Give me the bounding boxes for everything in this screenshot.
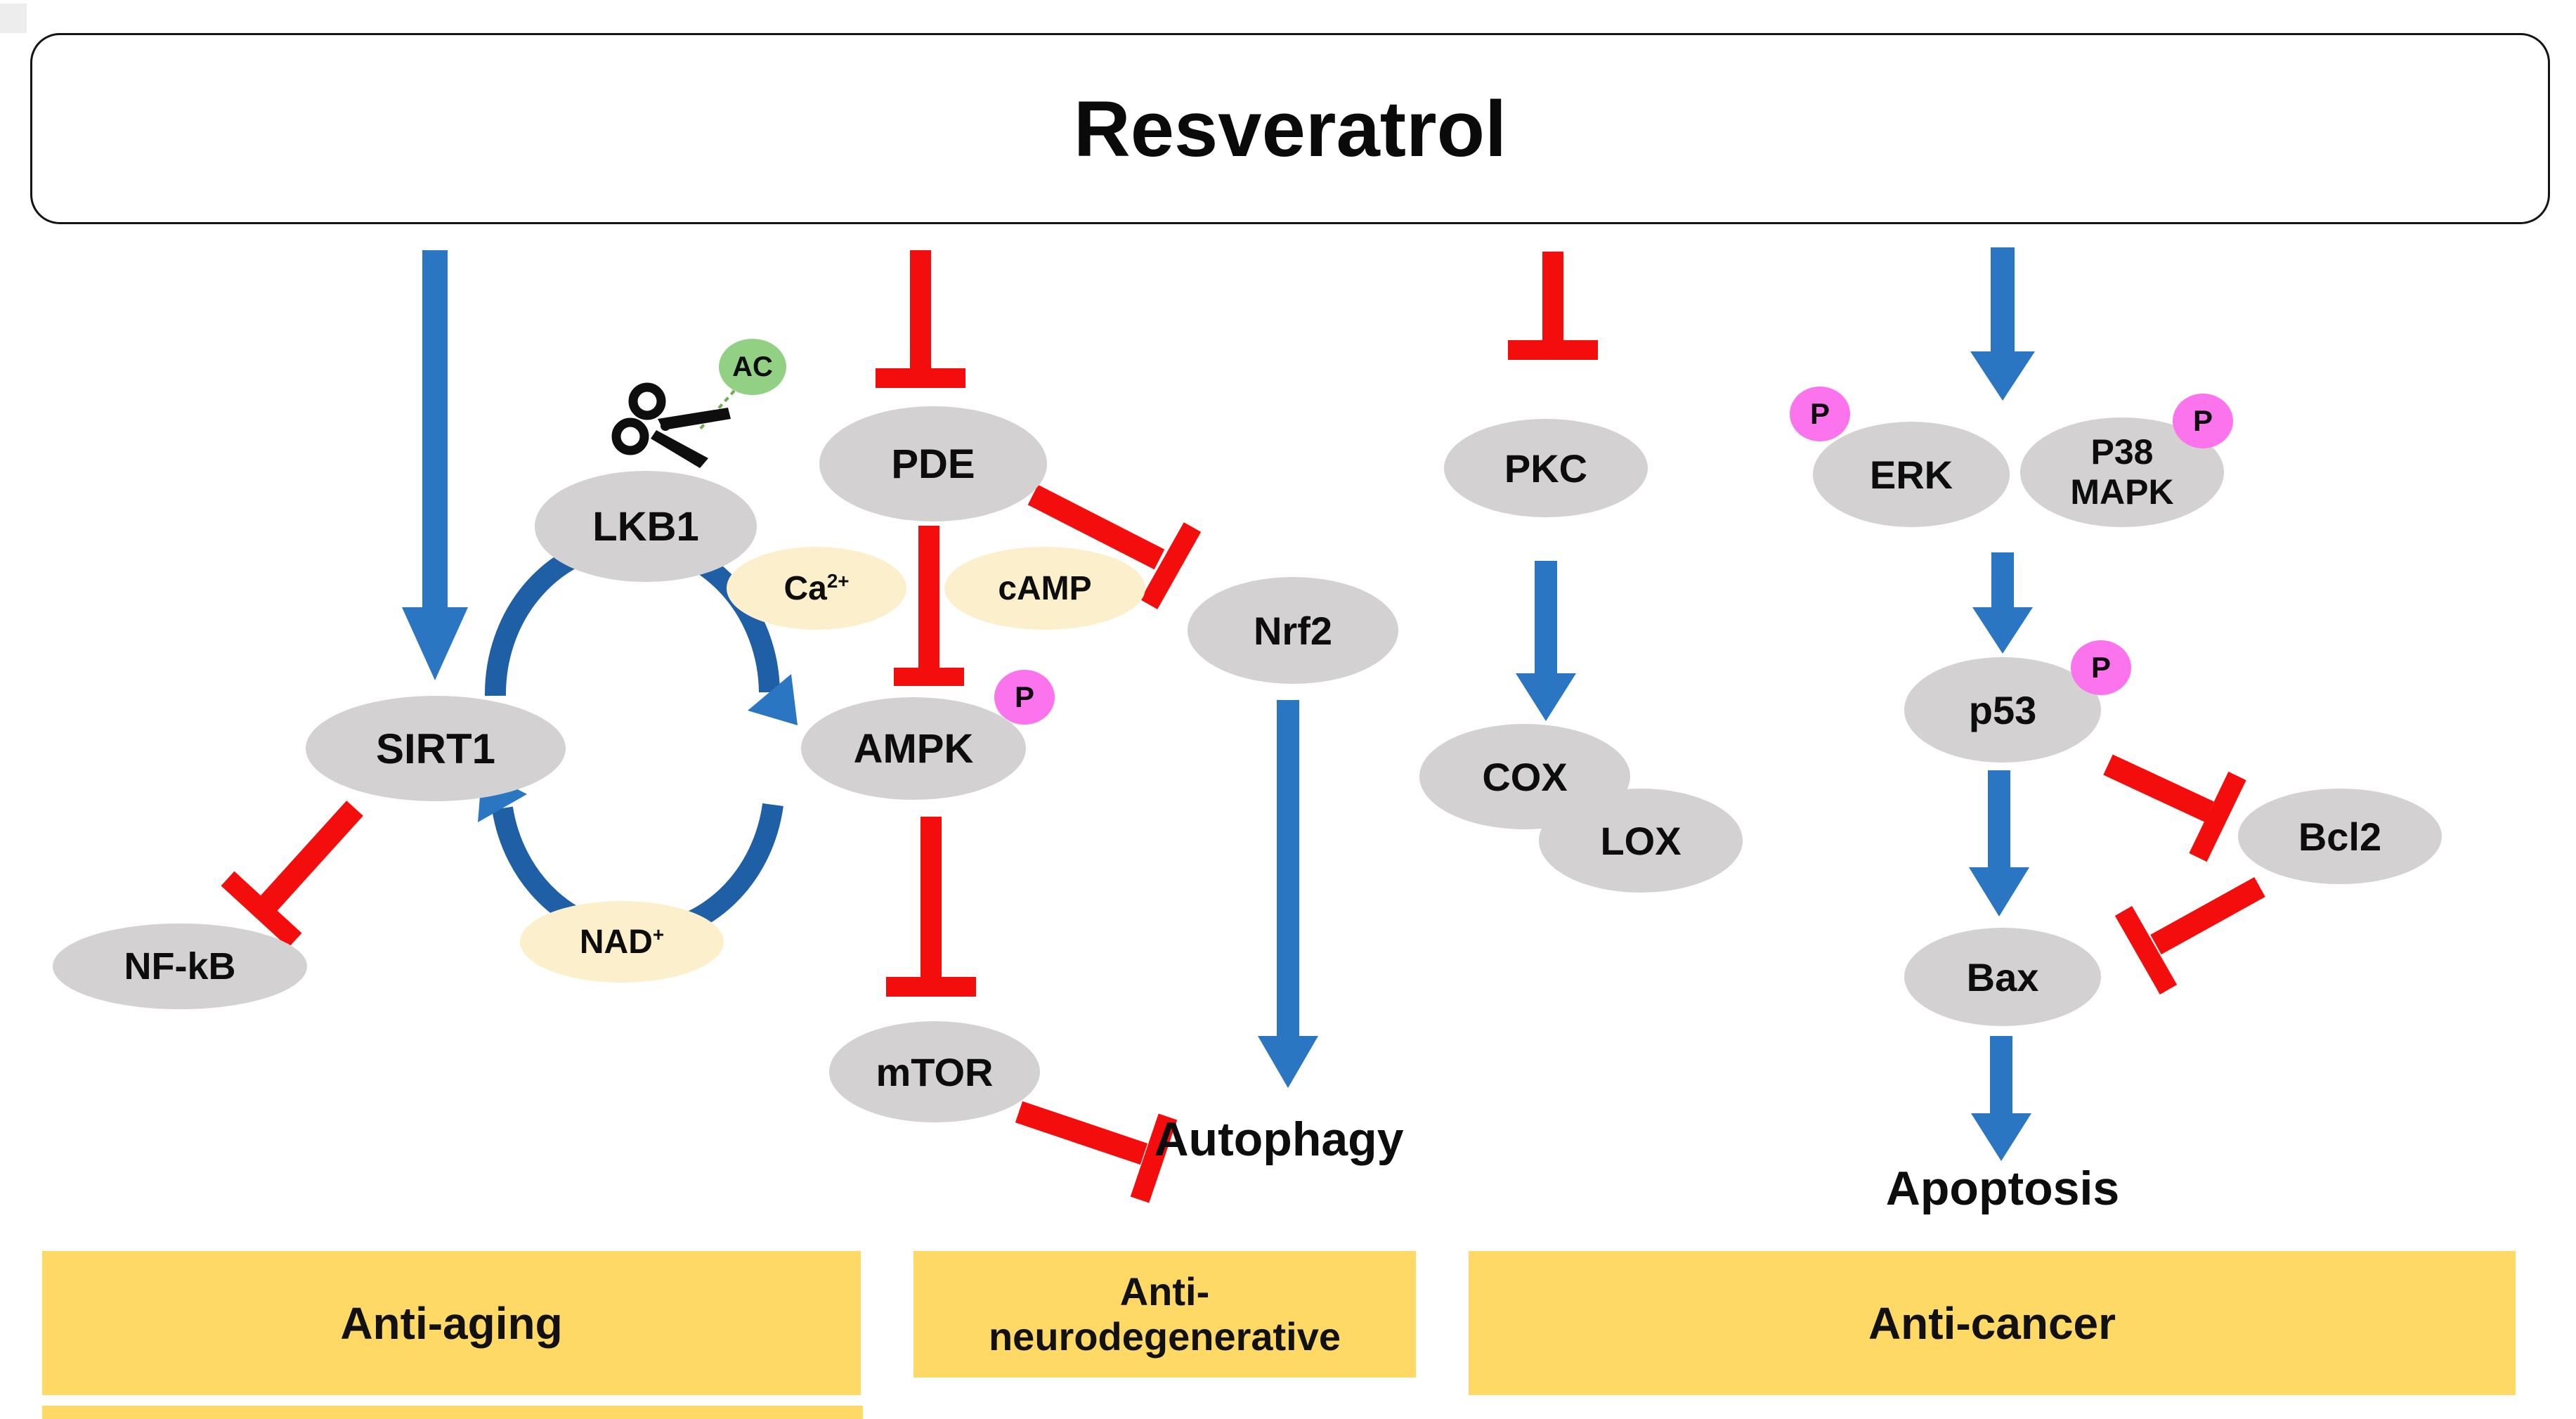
title-box: Resveratrol xyxy=(30,33,2550,224)
category-anti-cancer-label: Anti-cancer xyxy=(1868,1297,2116,1349)
phospho-label: P xyxy=(2192,404,2213,437)
tbar-p53-bcl2 xyxy=(2103,754,2246,862)
arrow-bax-apoptosis xyxy=(1971,1036,2031,1161)
phospho-badge-p53: P xyxy=(2071,640,2131,695)
arrow-nrf2-autophagy xyxy=(1258,700,1318,1088)
tbar-pde-nrf2 xyxy=(1027,484,1202,609)
arrow-p53-bax xyxy=(1969,770,2029,916)
tbar-mtor-autophagy xyxy=(1015,1101,1178,1203)
corner-artifact xyxy=(0,4,27,33)
node-lox: LOX xyxy=(1539,789,1743,893)
outcome-autophagy: Autophagy xyxy=(1103,1112,1455,1167)
node-lkb1: LKB1 xyxy=(535,471,757,582)
phospho-label: P xyxy=(1809,397,1830,430)
node-calcium: Ca2+ xyxy=(727,547,906,630)
node-nrf2-label: Nrf2 xyxy=(1253,608,1333,653)
node-bcl2: Bcl2 xyxy=(2238,789,2442,884)
phospho-badge-erk: P xyxy=(1790,387,1850,441)
node-nfkb-label: NF-kB xyxy=(124,945,236,987)
category-anti-neuro-line2: neurodegenerative xyxy=(988,1314,1341,1359)
category-anti-cancer: Anti-cancer xyxy=(1469,1251,2516,1395)
node-pkc: PKC xyxy=(1444,419,1648,517)
node-lkb1-label: LKB1 xyxy=(592,503,699,550)
node-nrf2: Nrf2 xyxy=(1188,577,1398,684)
arrow-resveratrol-erk-p38 xyxy=(1970,247,2035,401)
inhibition-bars xyxy=(221,250,2265,1203)
arrow-erk-p38-p53 xyxy=(1972,552,2033,654)
phospho-badge-ampk: P xyxy=(994,670,1055,725)
tbar-bcl2-bax xyxy=(2114,877,2265,994)
outcome-apoptosis-label: Apoptosis xyxy=(1885,1162,2120,1215)
arrow-pkc-cox xyxy=(1516,561,1576,721)
category-anti-neuro-line1: Anti- xyxy=(1119,1269,1210,1314)
node-lox-label: LOX xyxy=(1600,818,1681,863)
node-p53-label: p53 xyxy=(1968,687,2037,732)
node-nad-label: NAD+ xyxy=(580,923,664,961)
node-sirt1-label: SIRT1 xyxy=(375,725,496,772)
node-p38-line2: MAPK xyxy=(2070,472,2174,512)
activation-arrows xyxy=(402,247,2035,1161)
nad-sup: + xyxy=(652,923,665,945)
tbar-resveratrol-pkc xyxy=(1508,252,1598,360)
calcium-base: Ca xyxy=(783,569,827,607)
category-anti-neurodegenerative: Anti- neurodegenerative xyxy=(913,1251,1416,1378)
node-camp: cAMP xyxy=(944,547,1145,630)
diagram-title: Resveratrol xyxy=(1073,84,1507,173)
node-sirt1: SIRT1 xyxy=(306,696,566,801)
category-anti-aging: Anti-aging xyxy=(42,1251,861,1395)
phospho-label: P xyxy=(1014,680,1034,713)
cycle-arc-top-head xyxy=(748,674,798,725)
phospho-label: P xyxy=(2090,651,2111,684)
node-pde: PDE xyxy=(819,406,1047,521)
node-pde-label: PDE xyxy=(891,441,975,487)
node-erk: ERK xyxy=(1813,422,2010,527)
tbar-sirt1-nfkb xyxy=(221,801,363,948)
node-nfkb: NF-kB xyxy=(53,924,307,1009)
node-bax: Bax xyxy=(1904,928,2101,1026)
node-mtor-label: mTOR xyxy=(876,1049,994,1094)
category-anti-aging-label: Anti-aging xyxy=(340,1297,563,1349)
node-ampk-label: AMPK xyxy=(853,725,974,772)
calcium-sup: 2+ xyxy=(826,569,850,592)
node-bax-label: Bax xyxy=(1966,954,2039,999)
tbar-pde-ampk xyxy=(894,526,964,686)
node-camp-label: cAMP xyxy=(998,569,1092,607)
node-cox-label: COX xyxy=(1482,754,1568,799)
outcome-autophagy-label: Autophagy xyxy=(1154,1113,1404,1166)
badge-ac-label: AC xyxy=(732,351,773,382)
arrow-resveratrol-sirt1 xyxy=(402,250,468,680)
node-bcl2-label: Bcl2 xyxy=(2298,814,2382,859)
node-mtor: mTOR xyxy=(829,1021,1040,1122)
aging-strip-artifact xyxy=(42,1406,863,1419)
node-ampk: AMPK xyxy=(801,697,1026,800)
badge-adenylyl-cyclase: AC xyxy=(719,339,786,395)
node-p38-line1: P38 xyxy=(2090,432,2154,472)
scissors-icon xyxy=(611,382,731,468)
outcome-apoptosis: Apoptosis xyxy=(1827,1161,2178,1216)
tbar-ampk-mtor xyxy=(886,817,976,997)
tbar-resveratrol-pde xyxy=(876,250,965,388)
nad-base: NAD xyxy=(579,923,653,961)
node-erk-label: ERK xyxy=(1869,452,1953,497)
node-calcium-label: Ca2+ xyxy=(783,569,849,608)
node-pkc-label: PKC xyxy=(1504,446,1588,491)
node-p53: p53 xyxy=(1904,657,2101,763)
phospho-badge-p38: P xyxy=(2173,394,2233,448)
node-nad: NAD+ xyxy=(520,901,724,983)
